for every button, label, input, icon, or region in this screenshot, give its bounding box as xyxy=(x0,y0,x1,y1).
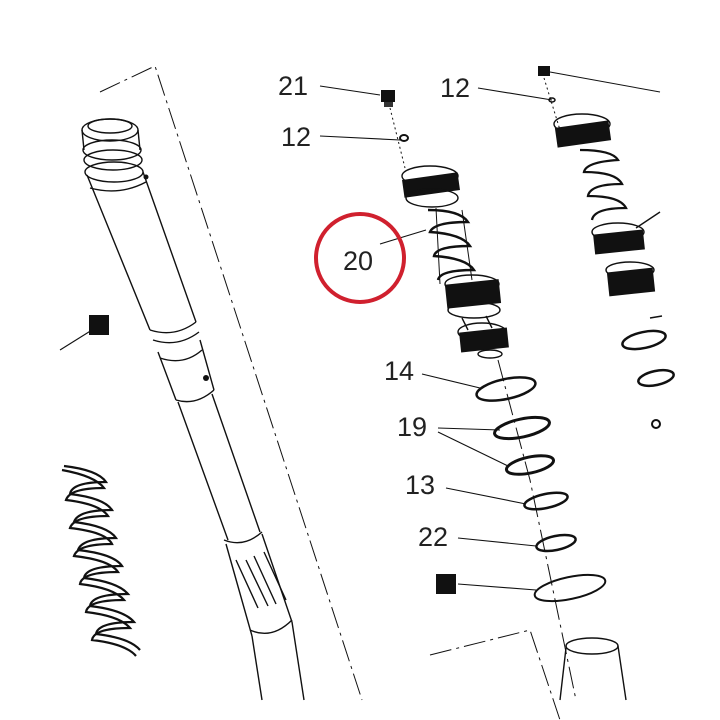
second-cartridge-assembly xyxy=(538,66,675,429)
label-part-13: 13 xyxy=(405,470,435,500)
label-part-19: 19 xyxy=(397,412,427,442)
fork-tube-assembly xyxy=(61,65,363,701)
cartridge-assembly xyxy=(381,90,627,720)
leader-lines xyxy=(59,85,553,591)
ring-22 xyxy=(535,533,577,553)
square-marker-icon xyxy=(89,315,109,335)
ring-19-lower xyxy=(504,454,556,476)
ring-13 xyxy=(523,491,569,511)
label-part-21: 21 xyxy=(278,71,308,101)
label-part-14: 14 xyxy=(384,356,414,386)
screw-21-icon xyxy=(381,90,395,102)
label-part-20: 20 xyxy=(343,246,373,276)
label-part-12-right: 12 xyxy=(440,73,470,103)
ring-large xyxy=(533,573,607,603)
label-part-12-left: 12 xyxy=(281,122,311,152)
ring-14 xyxy=(475,376,537,402)
ring-19-upper xyxy=(493,415,551,441)
label-part-22: 22 xyxy=(418,522,448,552)
main-spring xyxy=(61,464,141,657)
square-marker-icon xyxy=(436,574,456,594)
highlight-circle xyxy=(314,212,406,304)
